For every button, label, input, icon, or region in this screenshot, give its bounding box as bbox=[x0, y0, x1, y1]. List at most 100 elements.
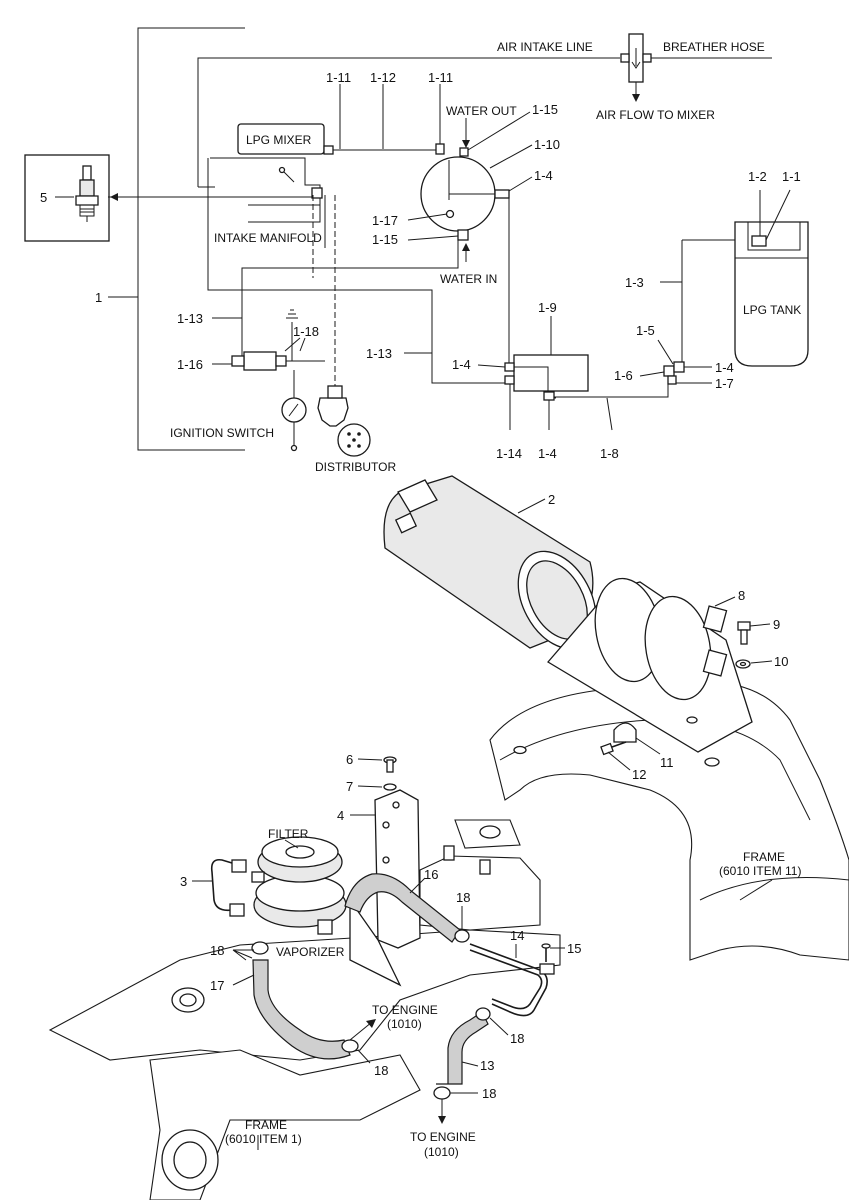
fitting-1-6 bbox=[663, 365, 675, 377]
leader-1-15a bbox=[467, 111, 531, 151]
tank-collar-2 bbox=[397, 479, 438, 513]
vaporizer-port-1-11 bbox=[435, 143, 445, 155]
leader-16 bbox=[409, 877, 426, 894]
schematic: AIR INTAKE LINE BREATHER HOSE AIR FLOW T… bbox=[24, 27, 809, 474]
callout-1: 1 bbox=[95, 290, 102, 305]
callout-1-4a: 1-4 bbox=[534, 168, 553, 183]
label-lpg-mixer: LPG MIXER bbox=[246, 133, 312, 147]
callout-8: 8 bbox=[738, 588, 745, 603]
callout-12: 12 bbox=[632, 767, 646, 782]
clamp-18-c bbox=[341, 1039, 359, 1053]
filter-inlet-1-4 bbox=[504, 362, 515, 372]
callout-2: 2 bbox=[548, 492, 555, 507]
callout-11: 11 bbox=[660, 755, 674, 770]
tube-14-clip bbox=[539, 963, 555, 975]
label-frame-left-ref: (6010 ITEM 1) bbox=[225, 1132, 302, 1146]
callout-18-b: 18 bbox=[456, 890, 470, 905]
frame-lower-rail bbox=[149, 1049, 421, 1200]
plate-4-flange bbox=[349, 897, 402, 987]
distributor-post-3 bbox=[352, 438, 356, 442]
solenoid-outlet bbox=[275, 355, 287, 367]
leader-8 bbox=[714, 596, 736, 607]
distributor-symbol bbox=[317, 385, 371, 457]
callout-18-e: 18 bbox=[482, 1086, 496, 1101]
breather-port-left bbox=[620, 53, 630, 63]
ground-symbol bbox=[286, 309, 298, 319]
to-engine-b-arrow bbox=[438, 1116, 446, 1124]
leader-filter bbox=[284, 839, 299, 849]
frame-hole-2 bbox=[513, 745, 527, 755]
mixer-port bbox=[323, 145, 334, 155]
leader-12 bbox=[607, 751, 631, 771]
ignition-wires-dashed bbox=[312, 195, 336, 386]
clamp-11 bbox=[613, 722, 661, 755]
callout-1-13a: 1-13 bbox=[177, 311, 203, 326]
to-engine-a-line bbox=[349, 1021, 373, 1041]
screw-12-shank bbox=[611, 741, 627, 748]
tank-bracket-8 bbox=[547, 577, 753, 753]
leader-18c bbox=[357, 1049, 371, 1064]
callout-1-18: 1-18 bbox=[293, 324, 319, 339]
water-out-arrow bbox=[462, 140, 470, 148]
callout-10: 10 bbox=[774, 654, 788, 669]
frame-axle-hole bbox=[173, 1141, 207, 1179]
spark-plug-terminal bbox=[82, 165, 92, 181]
assembly: FILTER VAPORIZER TO ENGINE (1010) TO ENG… bbox=[48, 475, 849, 1200]
hose-13-body bbox=[436, 1011, 489, 1085]
callout-5: 5 bbox=[40, 190, 47, 205]
distributor-post-1 bbox=[347, 432, 351, 436]
washer-10-inner bbox=[739, 661, 747, 667]
leader-1-4-top bbox=[508, 176, 533, 192]
callout-13: 13 bbox=[480, 1058, 494, 1073]
clamp-18-a bbox=[251, 941, 269, 955]
label-water-out: WATER OUT bbox=[446, 104, 517, 118]
lpg-tank-body bbox=[734, 221, 809, 367]
to-engine-a-arrow bbox=[366, 1019, 376, 1028]
label-vaporizer: VAPORIZER bbox=[276, 945, 345, 959]
callout-16: 16 bbox=[424, 867, 438, 882]
vaporizer-outlet-fitting bbox=[317, 919, 333, 935]
leader-13 bbox=[461, 1061, 479, 1067]
label-breather-hose: BREATHER HOSE bbox=[663, 40, 765, 54]
tube-14-path-inner bbox=[469, 949, 543, 1010]
clamp-18-e bbox=[433, 1086, 451, 1100]
callout-1-14: 1-14 bbox=[496, 446, 522, 461]
leader-1-1 bbox=[765, 189, 791, 241]
callout-7: 7 bbox=[346, 779, 353, 794]
frame-left bbox=[48, 819, 561, 1200]
to-engine-markers bbox=[257, 879, 773, 1150]
washer-10 bbox=[735, 659, 773, 669]
label-water-in: WATER IN bbox=[440, 272, 497, 286]
bracket-latch-1 bbox=[702, 605, 728, 633]
plate-4-body bbox=[374, 789, 421, 949]
water-in-arrow bbox=[462, 243, 470, 251]
mounting-plate-4 bbox=[349, 789, 421, 987]
callout-1-8: 1-8 bbox=[600, 446, 619, 461]
tank-valve-1-2 bbox=[751, 235, 767, 247]
lpg-mixer-block bbox=[210, 123, 334, 223]
vaporizer-sensor-1-17 bbox=[445, 209, 455, 219]
callout-1-16: 1-16 bbox=[177, 357, 203, 372]
label-to-engine-a: TO ENGINE bbox=[372, 1003, 438, 1017]
air-flow-arrow bbox=[632, 94, 640, 102]
leader-18d bbox=[489, 1017, 509, 1036]
clamp-18-b bbox=[454, 929, 470, 943]
wire-1-13-main bbox=[207, 158, 508, 384]
frame-stud bbox=[443, 845, 455, 861]
label-air-flow-to-mixer: AIR FLOW TO MIXER bbox=[596, 108, 715, 122]
breather-arrow bbox=[631, 48, 641, 69]
callout-1-2: 1-2 bbox=[748, 169, 767, 184]
intake-manifold-outline bbox=[210, 157, 321, 223]
screw-15-head bbox=[541, 943, 551, 949]
callout-18-a: 18 bbox=[210, 943, 224, 958]
leader-7 bbox=[357, 785, 383, 788]
distributor-shaft bbox=[327, 385, 343, 399]
label-to-engine-a-ref: (1010) bbox=[387, 1017, 422, 1031]
filter-outlet-1-4 bbox=[543, 391, 555, 401]
callout-4: 4 bbox=[337, 808, 344, 823]
label-air-intake-line: AIR INTAKE LINE bbox=[497, 40, 593, 54]
frame-deck bbox=[48, 929, 561, 1061]
tube-3-nut-top bbox=[231, 859, 247, 873]
